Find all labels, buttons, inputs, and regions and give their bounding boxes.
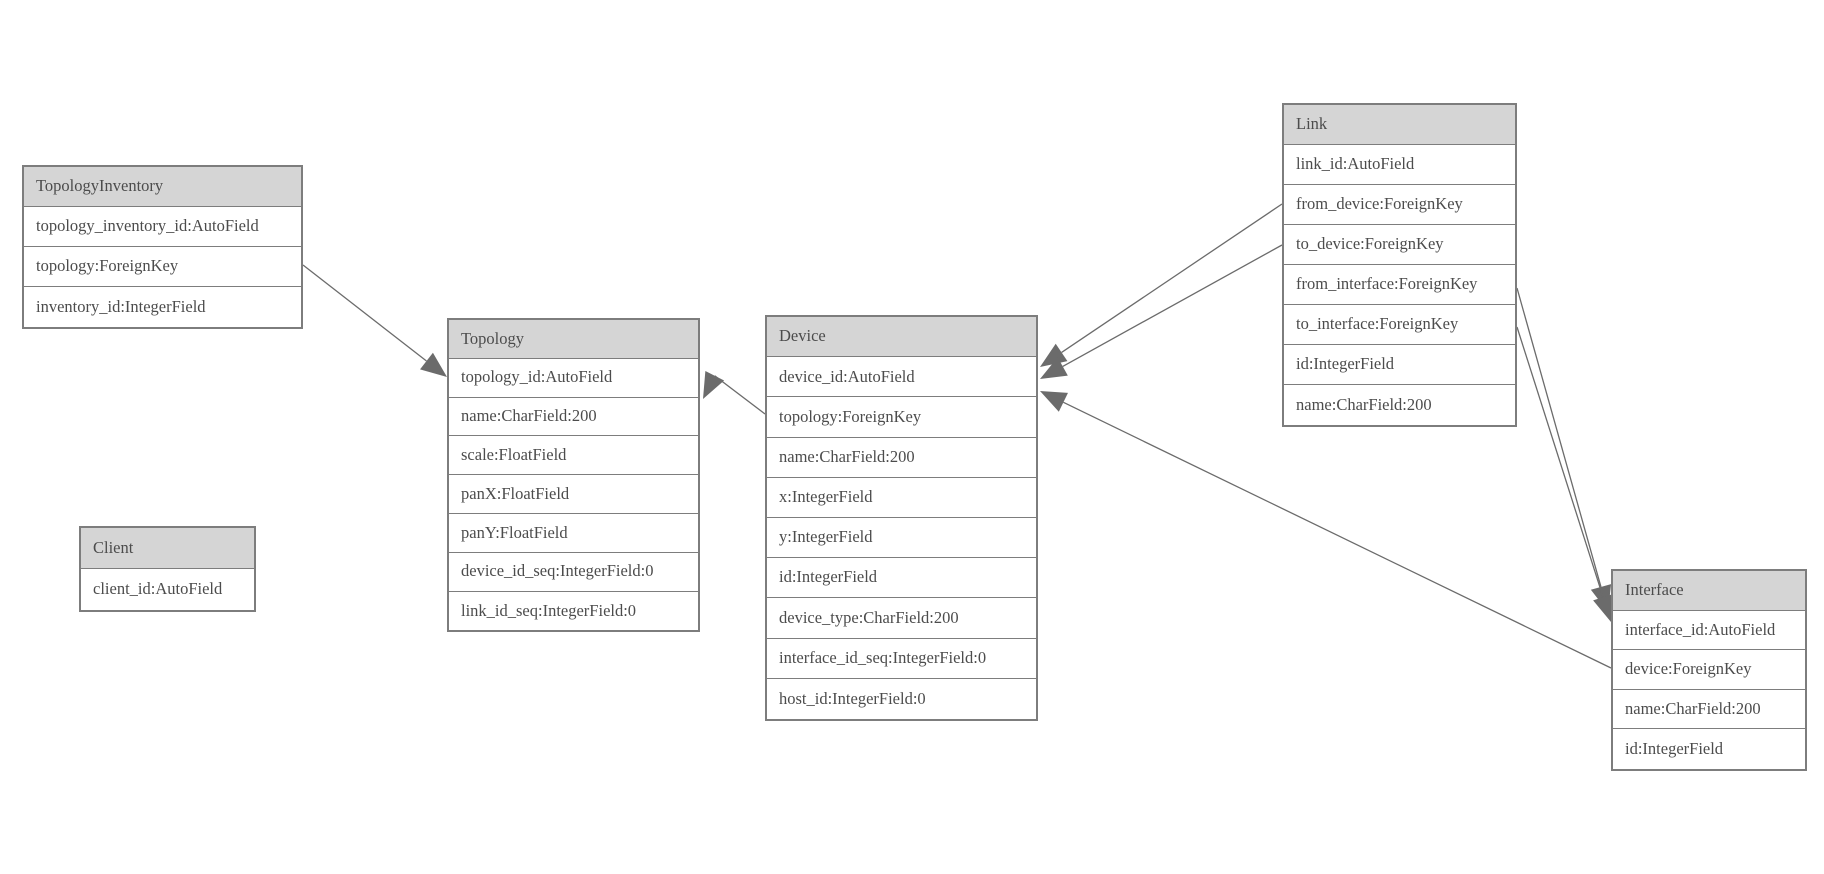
field-row-client_id: client_id:AutoField xyxy=(81,569,254,610)
field-row-y: y:IntegerField xyxy=(767,517,1036,559)
field-row-scale: scale:FloatField xyxy=(449,436,698,476)
field-row-device_id_seq: device_id_seq:IntegerField:0 xyxy=(449,552,698,592)
field-row-name: name:CharField:200 xyxy=(767,437,1036,478)
field-row-topology: topology:ForeignKey xyxy=(767,397,1036,438)
edge-topologyinventory-topology-to-topology xyxy=(302,264,427,362)
arrowhead-topologyinventory-topology-to-topology xyxy=(420,352,447,377)
field-row-link_id: link_id:AutoField xyxy=(1284,145,1515,185)
field-row-device_type: device_type:CharField:200 xyxy=(767,598,1036,639)
arrowhead-link-from_device-to-device xyxy=(1040,343,1068,367)
entity-table-topologyinventory: TopologyInventory topology_inventory_id:… xyxy=(22,165,303,329)
field-row-from_device: from_device:ForeignKey xyxy=(1284,185,1515,225)
field-row-id: id:IntegerField xyxy=(767,558,1036,599)
field-row-inventory_id: inventory_id:IntegerField xyxy=(24,287,301,327)
field-row-topology_id: topology_id:AutoField xyxy=(449,358,698,398)
field-row-panX: panX:FloatField xyxy=(449,475,698,514)
field-row-to_device: to_device:ForeignKey xyxy=(1284,225,1515,265)
entity-table-title: Interface xyxy=(1613,571,1805,611)
entity-table-title: TopologyInventory xyxy=(24,167,301,207)
field-row-from_interface: from_interface:ForeignKey xyxy=(1284,265,1515,305)
entity-table-title: Device xyxy=(767,317,1036,358)
entity-table-client: Client client_id:AutoField xyxy=(79,526,256,612)
arrowhead-interface-device-to-device xyxy=(1040,391,1068,412)
field-row-x: x:IntegerField xyxy=(767,477,1036,518)
edge-link-from_device-to-device xyxy=(1061,203,1283,354)
field-row-device: device:ForeignKey xyxy=(1613,650,1805,690)
arrowhead-link-to_device-to-device xyxy=(1040,357,1068,379)
edge-link-from_interface-to-interface xyxy=(1516,287,1602,588)
field-row-to_interface: to_interface:ForeignKey xyxy=(1284,305,1515,345)
field-row-device_id: device_id:AutoField xyxy=(767,357,1036,398)
field-row-panY: panY:FloatField xyxy=(449,513,698,553)
entity-table-title: Link xyxy=(1284,105,1515,145)
field-row-name: name:CharField:200 xyxy=(449,397,698,437)
arrowhead-device-topology-to-topology xyxy=(703,371,725,399)
entity-table-title: Topology xyxy=(449,320,698,359)
entity-table-title: Client xyxy=(81,528,254,569)
edge-interface-device-to-device xyxy=(1063,401,1612,669)
edge-device-topology-to-topology xyxy=(714,375,766,415)
field-row-link_id_seq: link_id_seq:IntegerField:0 xyxy=(449,591,698,631)
edge-link-to_interface-to-interface xyxy=(1516,326,1604,598)
field-row-topology: topology:ForeignKey xyxy=(24,247,301,287)
arrowhead-link-from_interface-to-interface xyxy=(1590,584,1612,612)
field-row-name: name:CharField:200 xyxy=(1284,385,1515,425)
field-row-interface_id: interface_id:AutoField xyxy=(1613,610,1805,651)
field-row-host_id: host_id:IntegerField:0 xyxy=(767,678,1036,719)
field-row-id: id:IntegerField xyxy=(1284,345,1515,385)
field-row-id: id:IntegerField xyxy=(1613,729,1805,769)
field-row-name: name:CharField:200 xyxy=(1613,689,1805,730)
field-row-topology_inventory_id: topology_inventory_id:AutoField xyxy=(24,207,301,247)
edge-link-to_device-to-device xyxy=(1062,244,1283,367)
field-row-interface_id_seq: interface_id_seq:IntegerField:0 xyxy=(767,638,1036,679)
